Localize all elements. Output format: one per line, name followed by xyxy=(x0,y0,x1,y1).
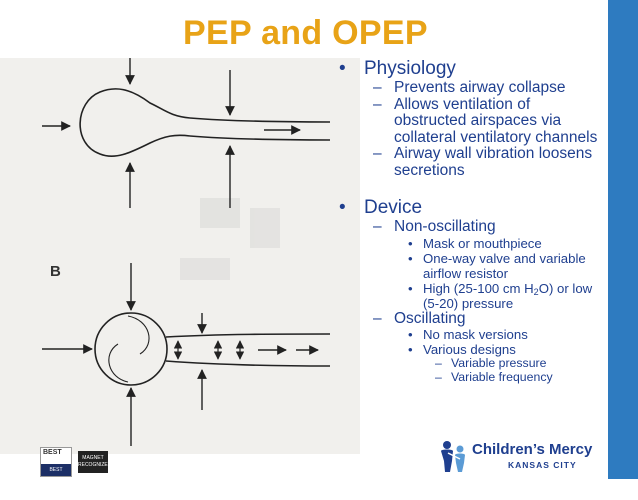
non-oscillating-item: Mask or mouthpiece xyxy=(336,236,604,251)
pressure-range-item: High (25-100 cm H2O) or low (5-20) press… xyxy=(336,281,604,311)
slide-title: PEP and OPEP xyxy=(183,14,428,52)
physiology-item: Allows ventilation of obstructed airspac… xyxy=(336,96,604,147)
diagram-a-arrows xyxy=(42,58,301,208)
design-item: Variable pressure xyxy=(336,356,604,371)
diagram-b-internal-arrows xyxy=(173,340,245,360)
airway-diagram-svg: B xyxy=(42,58,331,446)
logo-city: KANSAS CITY xyxy=(508,460,577,470)
magnet-badge: MAGNET RECOGNIZED xyxy=(78,451,111,473)
pressure-text-sub: 2 xyxy=(533,286,539,297)
diagram-a-airway xyxy=(79,88,331,158)
pressure-text-pre: High (25-100 cm H xyxy=(423,280,534,296)
bullet-physiology: Physiology xyxy=(336,58,604,80)
physiology-item: Prevents airway collapse xyxy=(336,79,604,97)
diagram-b-airway xyxy=(94,312,331,386)
physiology-item: Airway wall vibration loosens secretions xyxy=(336,145,604,179)
figure-label-b: B xyxy=(50,263,61,280)
oscillating-item: No mask versions xyxy=(336,327,604,342)
bullet-list: Physiology Prevents airway collapse Allo… xyxy=(336,58,604,384)
oscillating-item: Various designs xyxy=(336,342,604,357)
bullet-device: Device xyxy=(336,197,604,219)
pressure-text-post: O) or low (5-20) pressure xyxy=(423,280,593,311)
right-accent-band xyxy=(608,0,638,479)
badge-best-bar: BEST CHILDREN'S HOSPITALS xyxy=(41,464,71,497)
badge-best-text: BEST xyxy=(43,449,62,456)
childrens-mercy-logo: Children’s Mercy KANSAS CITY xyxy=(436,438,606,474)
design-item: Variable frequency xyxy=(336,370,604,385)
airway-diagram: B xyxy=(0,58,360,454)
device-oscillating: Oscillating xyxy=(336,310,604,328)
best-hospitals-badge: BEST BEST CHILDREN'S HOSPITALS xyxy=(40,447,72,497)
diagram-b-arrows xyxy=(42,263,319,446)
non-oscillating-item: One-way valve and variable airflow resis… xyxy=(336,251,604,281)
device-non-oscillating: Non-oscillating xyxy=(336,218,604,236)
logo-name: Children’s Mercy xyxy=(472,441,593,458)
family-figures-icon xyxy=(441,441,465,472)
